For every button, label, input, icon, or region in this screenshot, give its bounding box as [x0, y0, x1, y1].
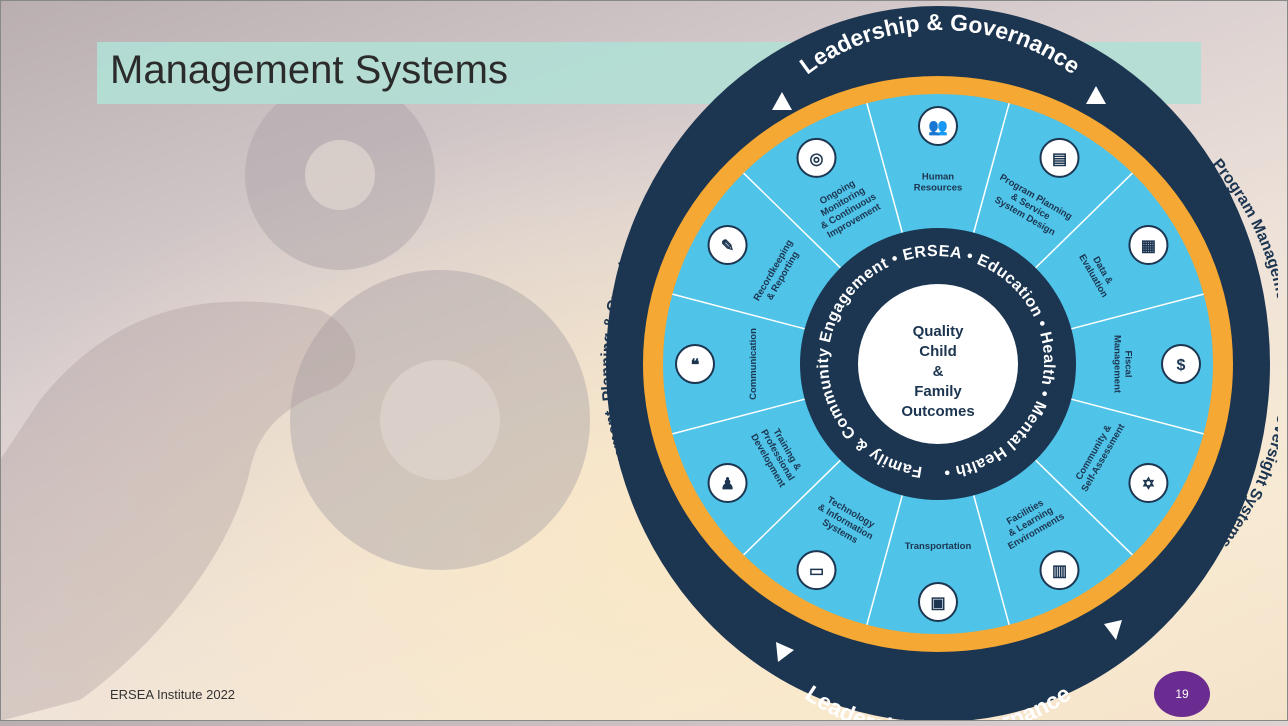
dollar-icon-badge: [1161, 344, 1201, 384]
segment-label-line: Management: [1112, 335, 1123, 394]
bus-icon: ▣: [930, 595, 945, 612]
segment-divider: [972, 103, 1010, 233]
arrow-down-right-icon: [1104, 620, 1122, 640]
arrow-down-left-icon: [776, 642, 794, 662]
magnifier-icon-badge: [796, 137, 837, 178]
center-circle: [858, 284, 1018, 444]
map-icon: ▦: [1141, 238, 1156, 255]
center-line-2: Child: [919, 343, 957, 360]
speech-icon-badge: [675, 344, 715, 384]
telescope-icon-badge: [1128, 463, 1169, 503]
segment-label: Technology& InformationSystems: [810, 492, 880, 552]
segment-label-line: Transportation: [905, 541, 972, 552]
segment-dividers: [672, 103, 1204, 625]
arrow-up-right-icon: [1086, 86, 1106, 104]
page-number-badge: 19: [1154, 671, 1210, 717]
bus-icon-badge: [918, 582, 958, 622]
segment-label: Transportation: [905, 541, 972, 552]
presentation-icon: ▤: [1052, 151, 1067, 168]
people-icon: 👥: [928, 119, 948, 136]
building-icon-badge: [1039, 550, 1080, 591]
segment-divider: [1071, 398, 1204, 435]
segment-divider: [743, 459, 841, 556]
center-line-3: &: [933, 363, 944, 380]
center-line-1: Quality: [913, 323, 965, 340]
segment-divider: [1035, 459, 1133, 556]
arrow-up-left-icon: [772, 92, 792, 110]
segment-divider: [1071, 293, 1204, 330]
segment-divider: [743, 172, 841, 269]
teacher-icon-badge: [707, 463, 748, 503]
people-icon-badge: [918, 106, 958, 146]
speech-icon: ❝: [691, 357, 700, 374]
segment-divider: [1035, 172, 1133, 269]
teacher-icon: ♟: [720, 476, 734, 493]
segment-divider: [672, 398, 805, 435]
dollar-icon: $: [1177, 357, 1186, 374]
hand-silhouette: [0, 301, 356, 721]
segment-divider: [972, 495, 1010, 625]
map-icon-badge: [1128, 225, 1169, 265]
segment-label-line: Fiscal: [1123, 351, 1134, 378]
center-line-4: Family: [914, 383, 962, 400]
segment-label: Communication: [748, 328, 759, 400]
segment-divider: [672, 293, 805, 330]
segment-divider: [866, 495, 904, 625]
segment-divider: [866, 103, 904, 233]
segment-label-line: Communication: [748, 328, 759, 400]
building-icon: ▥: [1052, 563, 1067, 580]
footer-label: ERSEA Institute 2022: [110, 687, 236, 702]
computer-icon: ▭: [809, 563, 824, 580]
magnifier-icon: ◎: [810, 151, 824, 168]
segment-label-line: Resources: [914, 183, 963, 194]
segment-label-line: Human: [922, 172, 954, 183]
page-title: Management Systems: [110, 48, 508, 92]
clipboard-icon-badge: [707, 225, 748, 265]
clipboard-icon: ✎: [721, 238, 734, 255]
computer-icon-badge: [796, 550, 837, 591]
segment-label: FiscalManagement: [1112, 335, 1134, 394]
presentation-icon-badge: [1039, 137, 1080, 178]
telescope-icon: ✡: [1142, 476, 1155, 493]
center-line-5: Outcomes: [901, 403, 974, 420]
